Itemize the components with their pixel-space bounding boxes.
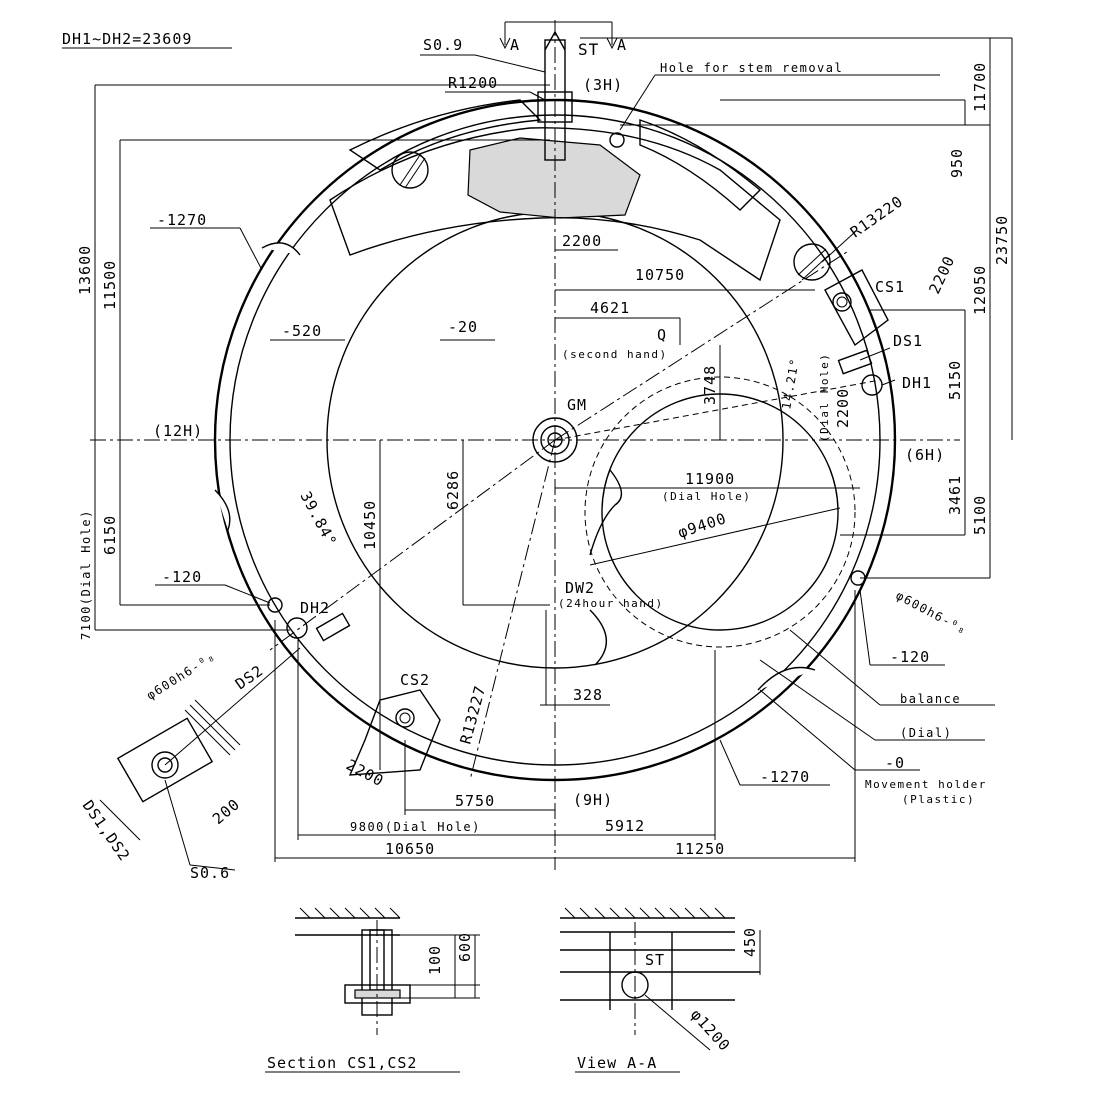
arrow-a-right-label: A — [617, 36, 627, 54]
dh1-label: DH1 — [902, 374, 932, 392]
s09-label: S0.9 — [423, 36, 463, 54]
phi600-left: φ600h6-⁰₈ — [144, 649, 218, 702]
dim-5912: 5912 — [605, 817, 645, 835]
dim-2200-cs1: 2200 — [925, 253, 958, 297]
cs1-label: CS1 — [875, 278, 905, 296]
movement-holder-label: Movement holder — [865, 778, 987, 791]
6h-label: (6H) — [905, 446, 945, 464]
view-aa-title: View A-A — [577, 1054, 657, 1072]
center-lines — [90, 20, 960, 870]
dim-7100: 7100(Dial Hole) — [79, 509, 93, 640]
angle-14: 14.21° — [779, 357, 802, 411]
dim-0: -0 — [885, 754, 905, 772]
dim-100: 100 — [426, 945, 444, 975]
dim-13600: 13600 — [76, 245, 94, 295]
dim-4621: 4621 — [590, 299, 630, 317]
dial-hole-horizontal: (Dial Hole) — [662, 490, 751, 503]
dim-12050: 12050 — [971, 265, 989, 315]
dim-10750: 10750 — [635, 266, 685, 284]
dh-sum-label: DH1~DH2=23609 — [62, 30, 192, 48]
r13220-label: R13220 — [847, 192, 907, 241]
dim-120-left: -120 — [162, 568, 202, 586]
s06-label: S0.6 — [190, 864, 230, 882]
dim-2200-dh1: 2200 — [834, 388, 852, 428]
dim-5100: 5100 — [971, 495, 989, 535]
gm-label: GM — [567, 396, 587, 414]
dim-6150: 6150 — [101, 515, 119, 555]
plastic-label: (Plastic) — [902, 793, 975, 806]
view-aa — [560, 907, 761, 1073]
dim-11900: 11900 — [685, 470, 735, 488]
24hour-hand-label: (24hour hand) — [558, 597, 664, 610]
dim-6286: 6286 — [444, 470, 462, 510]
cs2-label: CS2 — [400, 671, 430, 689]
dh2-label: DH2 — [300, 599, 330, 617]
phi1200-label: φ1200 — [687, 1006, 734, 1055]
stem-label: ST — [578, 40, 599, 59]
ds1-label: DS1 — [893, 332, 923, 350]
r1200-label: R1200 — [448, 74, 498, 92]
dim-1270-top: -1270 — [157, 211, 207, 229]
phi9400-label: φ9400 — [676, 509, 729, 542]
arrow-a-left-label: A — [510, 36, 520, 54]
dim-3461: 3461 — [946, 475, 964, 515]
dw2-label: DW2 — [565, 579, 595, 597]
section-cs-view — [265, 907, 480, 1073]
q-label: Q — [657, 326, 667, 344]
3h-label: (3H) — [583, 76, 623, 94]
phi600-right: φ600h6-⁰₈ — [894, 588, 970, 637]
dim-2200-top: 2200 — [562, 232, 602, 250]
st-view-label: ST — [645, 951, 665, 969]
dim-200: 200 — [209, 795, 244, 828]
dim-11500: 11500 — [101, 260, 119, 310]
hole-stem-label: Hole for stem removal — [660, 61, 843, 75]
dimension-lines — [94, 21, 1013, 862]
section-cs-title: Section CS1,CS2 — [267, 1054, 417, 1072]
dim-1270-bottom: -1270 — [760, 768, 810, 786]
dim-5150: 5150 — [946, 360, 964, 400]
dim-600: 600 — [456, 932, 474, 962]
ds-detail — [99, 647, 301, 871]
second-hand-label: (second hand) — [562, 348, 668, 361]
dim-11250: 11250 — [675, 840, 725, 858]
r13227-label: R13227 — [456, 683, 489, 746]
dim-950: 950 — [948, 148, 966, 178]
12h-label: (12H) — [153, 422, 203, 440]
dial-label: (Dial) — [900, 726, 952, 740]
dim-520: -520 — [282, 322, 322, 340]
9h-label: (9H) — [573, 791, 613, 809]
ds1-ds2-label: DS1,DS2 — [79, 797, 134, 865]
dim-20: -20 — [448, 318, 478, 336]
dim-120-right: -120 — [890, 648, 930, 666]
dim-10650: 10650 — [385, 840, 435, 858]
dim-10450: 10450 — [361, 500, 379, 550]
dim-9800: 9800(Dial Hole) — [350, 820, 481, 834]
dim-23750: 23750 — [993, 215, 1011, 265]
dim-3748: 3748 — [701, 365, 719, 405]
dim-11700: 11700 — [971, 62, 989, 112]
dim-328: 328 — [573, 686, 603, 704]
ds2-label: DS2 — [232, 661, 267, 693]
dim-450: 450 — [741, 927, 759, 957]
dial-hole-vertical: (Dial Hole) — [818, 353, 831, 442]
balance-label: balance — [900, 692, 961, 706]
dim-5750: 5750 — [455, 792, 495, 810]
